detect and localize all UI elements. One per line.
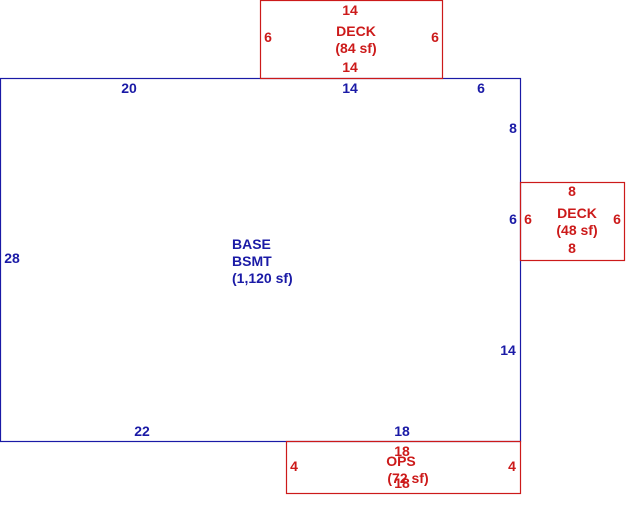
base-dim-top-left: 20 — [121, 80, 137, 96]
base-dim-top-mid: 14 — [342, 80, 358, 96]
base-dim-right-lower: 14 — [500, 342, 516, 358]
top-deck-dim-right: 6 — [431, 29, 439, 45]
right-deck-dim-left: 6 — [524, 211, 532, 227]
top-deck-dim-top: 14 — [342, 2, 358, 18]
base-dim-right-upper: 8 — [509, 120, 517, 136]
top-deck-name: DECK — [336, 23, 376, 39]
base-dim-bottom-left: 22 — [134, 423, 150, 439]
top-deck-dim-bottom: 14 — [342, 59, 358, 75]
ops-dim-right: 4 — [508, 458, 516, 474]
top-deck-area: (84 sf) — [335, 40, 376, 56]
ops-dim-bottom: 18 — [394, 475, 410, 491]
right-deck-area: (48 sf) — [556, 222, 597, 238]
ops-dim-left: 4 — [290, 458, 298, 474]
top-deck-dim-left: 6 — [264, 29, 272, 45]
ops-area: (72 sf) — [387, 470, 428, 486]
ops-dim-top: 18 — [394, 443, 410, 459]
right-deck-outline — [519, 181, 626, 262]
base-dim-left: 28 — [4, 250, 20, 266]
base-area: (1,120 sf) — [232, 270, 293, 286]
right-deck-name: DECK — [557, 205, 597, 221]
right-deck-dim-right: 6 — [613, 211, 621, 227]
ops-outline — [285, 440, 522, 495]
ops-name: OPS — [386, 453, 416, 469]
right-deck-dim-top: 8 — [568, 183, 576, 199]
base-dim-right-mid: 6 — [509, 211, 517, 227]
base-name-line2: BSMT — [232, 253, 272, 269]
base-dim-top-right: 6 — [477, 80, 485, 96]
right-deck-dim-bottom: 8 — [568, 240, 576, 256]
top-deck-outline — [259, 0, 444, 80]
base-dim-bottom-right: 18 — [394, 423, 410, 439]
base-name-line1: BASE — [232, 236, 271, 252]
